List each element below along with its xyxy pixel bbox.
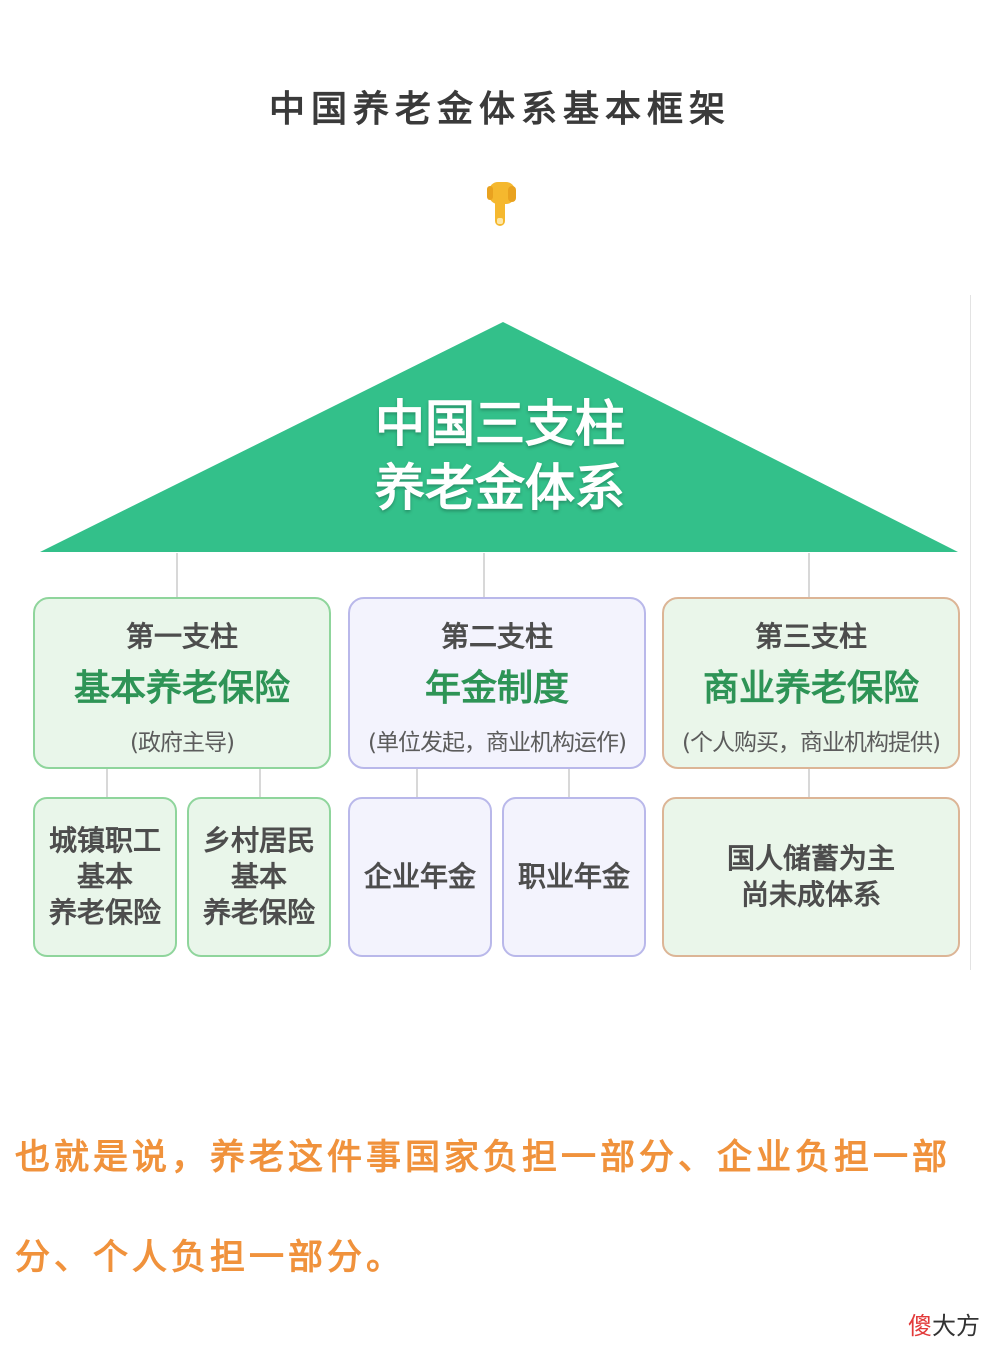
- pillar-name: 年金制度: [424, 668, 569, 709]
- connector-line: [568, 769, 570, 798]
- sub-box-label: 企业年金: [363, 860, 476, 893]
- pillar-third: 第三支柱 商业养老保险 (个人购买，商业机构提供): [662, 597, 960, 769]
- sub-box: 职业年金: [502, 797, 646, 957]
- sub-box-label: 职业年金: [517, 860, 630, 893]
- pillar-name: 商业养老保险: [702, 668, 919, 709]
- pillar-second: 第二支柱 年金制度 (单位发起，商业机构运作): [348, 597, 646, 769]
- pillar-heading: 第二支柱: [440, 620, 553, 653]
- pillar-first: 第一支柱 基本养老保险 (政府主导): [33, 597, 331, 769]
- sub-box: 企业年金: [348, 797, 492, 957]
- pillar-heading: 第一支柱: [125, 620, 238, 653]
- sub-box: 乡村居民 基本 养老保险: [187, 797, 331, 957]
- pillar-name: 基本养老保险: [73, 668, 290, 709]
- sub-box-label: 乡村居民 基本 养老保险: [202, 824, 315, 929]
- connector-line: [808, 553, 810, 598]
- connector-line: [259, 769, 261, 798]
- pointing-down-hand-icon: [487, 182, 516, 226]
- sub-box: 城镇职工 基本 养老保险: [33, 797, 177, 957]
- summary-text: 也就是说，养老这件事国家负担一部分、企业负担一部分、个人负担一部分。: [15, 1138, 952, 1278]
- roof-title-line2: 养老金体系: [375, 459, 625, 517]
- pillar-note: (政府主导): [130, 730, 235, 756]
- sub-box-label: 国人储蓄为主 尚未成体系: [726, 842, 895, 911]
- connector-line: [106, 769, 108, 798]
- roof-title: 中国三支柱 养老金体系: [250, 392, 750, 520]
- connector-line: [416, 769, 418, 798]
- connector-line: [483, 553, 485, 598]
- page-title: 中国养老金体系基本框架: [268, 89, 731, 130]
- divider-line: [970, 295, 971, 970]
- connector-line: [808, 769, 810, 798]
- connector-line: [176, 553, 178, 598]
- pillar-heading: 第三支柱: [754, 620, 867, 653]
- pillar-note: (单位发起，商业机构运作): [368, 730, 627, 756]
- roof-title-line1: 中国三支柱: [375, 395, 625, 453]
- brand-watermark: 傻大方: [908, 1306, 980, 1341]
- sub-box-label: 城镇职工 基本 养老保险: [48, 824, 161, 929]
- sub-box: 国人储蓄为主 尚未成体系: [662, 797, 960, 957]
- roof-triangle: [40, 322, 958, 552]
- brand-accent: 傻: [908, 1312, 932, 1340]
- pillar-note: (个人购买，商业机构提供): [682, 730, 941, 756]
- brand-rest: 大方: [932, 1312, 980, 1340]
